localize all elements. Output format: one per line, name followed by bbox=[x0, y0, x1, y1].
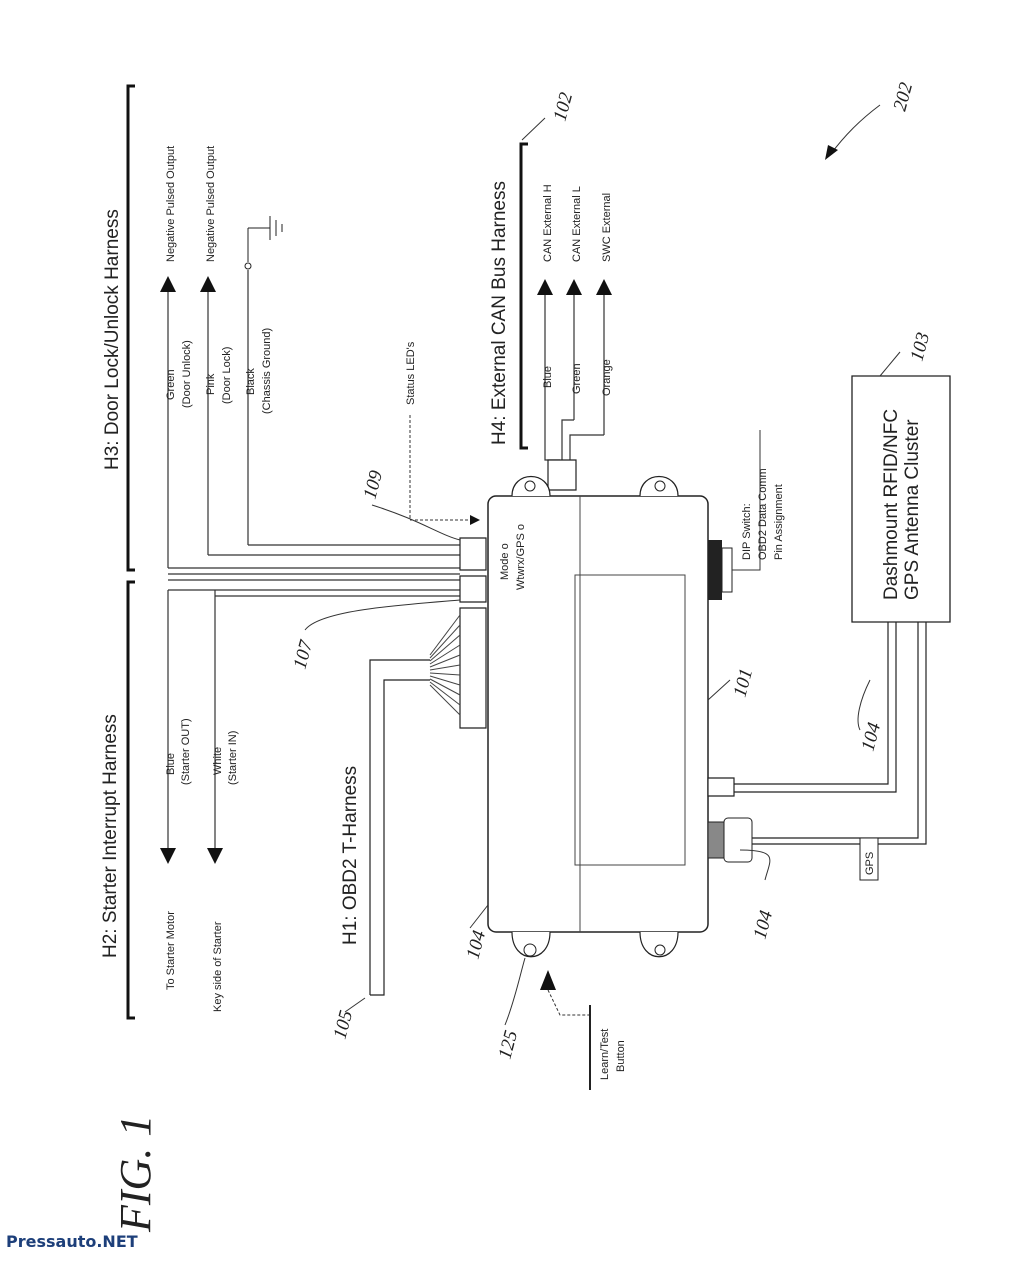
h2-starter-harness: H2: Starter Interrupt Harness Blue (Star… bbox=[100, 582, 239, 1018]
h4-orange-arrow bbox=[596, 279, 612, 295]
h2-white-dest: Key side of Starter bbox=[212, 921, 224, 1012]
ref-104-cable-leader bbox=[858, 680, 870, 730]
mount-tab-top-right bbox=[640, 477, 678, 497]
dip-switch-label-3: Pin Assignment bbox=[773, 484, 785, 560]
dip-switch bbox=[708, 540, 722, 600]
learn-test-label-1: Learn/Test bbox=[599, 1029, 611, 1080]
mount-tab-top-left bbox=[512, 477, 550, 497]
dip-switch-body bbox=[722, 548, 732, 592]
antenna-box bbox=[852, 376, 950, 622]
ref-107-leader bbox=[305, 600, 460, 630]
watermark: Pressauto.NET bbox=[6, 1232, 138, 1251]
gps-sma-connector bbox=[724, 818, 752, 862]
status-leds-callout: Status LED's bbox=[405, 341, 480, 525]
h2-white-desc: (Starter IN) bbox=[227, 731, 239, 785]
dip-switch-callout: DIP Switch: OBD2 Data Comm Pin Assignmen… bbox=[732, 430, 785, 570]
module-body bbox=[488, 496, 708, 932]
h2-blue-arrow bbox=[160, 848, 176, 864]
h4-bracket bbox=[521, 144, 528, 448]
mount-hole bbox=[655, 945, 665, 955]
h2-white-arrow bbox=[207, 848, 223, 864]
gps-tag bbox=[860, 838, 878, 880]
h2-white-color: White bbox=[212, 747, 224, 775]
antenna-cables-104: GPS 104 104 bbox=[734, 622, 926, 941]
h3-pink-desc: (Door Lock) bbox=[221, 347, 233, 404]
h4-blue-dest: CAN External H bbox=[542, 184, 554, 262]
h3-door-harness: H3: Door Lock/Unlock Harness Green (Door… bbox=[102, 86, 282, 570]
h3-pink-color: Pink bbox=[205, 373, 217, 395]
h3-title: H3: Door Lock/Unlock Harness bbox=[102, 209, 123, 470]
mode-indicator: Mode o bbox=[499, 543, 511, 580]
h3-pink-arrow bbox=[200, 276, 216, 292]
h3-black-terminal bbox=[245, 263, 251, 269]
can-connector bbox=[548, 460, 576, 490]
h2-blue-color: Blue bbox=[165, 753, 177, 775]
obd2-connector bbox=[460, 608, 486, 728]
chassis-ground-icon bbox=[248, 216, 282, 262]
h4-blue-arrow bbox=[537, 279, 553, 295]
antenna-label-1: Dashmount RFID/NFC bbox=[881, 409, 902, 600]
h1-title: H1: OBD2 T-Harness bbox=[340, 766, 361, 945]
antenna-label-2: GPS Antenna Cluster bbox=[902, 419, 923, 600]
dip-switch-label-2: OBD2 Data Comm bbox=[757, 468, 769, 560]
figure-label: FIG. 1 bbox=[111, 1115, 160, 1233]
h4-orange-color: Orange bbox=[601, 359, 613, 396]
h3-pink-dest: Negative Pulsed Output bbox=[205, 146, 217, 262]
h4-orange-dest: SWC External bbox=[601, 193, 613, 262]
h4-title: H4: External CAN Bus Harness bbox=[489, 181, 510, 445]
h3-green-arrow bbox=[160, 276, 176, 292]
gps-threaded-port bbox=[708, 822, 724, 858]
learn-test-label-2: Button bbox=[615, 1040, 627, 1072]
ref-102-leader bbox=[522, 118, 545, 140]
h4-can-harness: H4: External CAN Bus Harness Blue CAN Ex… bbox=[489, 90, 613, 490]
harness-wire-bundle bbox=[168, 545, 460, 596]
module-label-area bbox=[575, 575, 685, 865]
status-leds-label: Status LED's bbox=[405, 341, 417, 405]
h2-blue-dest: To Starter Motor bbox=[165, 911, 177, 990]
mount-hole bbox=[525, 481, 535, 491]
mount-tab-bottom-right bbox=[640, 932, 678, 957]
ref-104-module-leader bbox=[470, 905, 488, 928]
h1-obd2-harness: H1: OBD2 T-Harness 105 bbox=[330, 615, 460, 1041]
learn-test-arrow bbox=[540, 970, 556, 990]
gps-tag-label: GPS bbox=[864, 852, 876, 875]
h3-black-color: Black bbox=[245, 368, 257, 395]
ref-109-leader bbox=[372, 505, 460, 540]
mount-hole bbox=[655, 481, 665, 491]
ref-105-leader bbox=[345, 998, 365, 1012]
h4-blue-color: Blue bbox=[542, 366, 554, 388]
antenna-cable-port bbox=[708, 778, 734, 796]
h2-bracket bbox=[128, 582, 135, 1018]
obd2-fanout bbox=[430, 615, 460, 715]
h3-green-color: Green bbox=[165, 369, 177, 400]
h4-green-arrow bbox=[566, 279, 582, 295]
h3-green-dest: Negative Pulsed Output bbox=[165, 146, 177, 262]
dip-switch-label-1: DIP Switch: bbox=[741, 503, 753, 560]
ref-104-gps-leader bbox=[740, 850, 770, 880]
h4-green-color: Green bbox=[571, 363, 583, 394]
connector-109 bbox=[460, 538, 486, 570]
status-leds-arrow bbox=[470, 515, 480, 525]
h3-bracket bbox=[128, 86, 135, 570]
h3-black-desc: (Chassis Ground) bbox=[261, 328, 273, 414]
ref-101-leader bbox=[708, 680, 730, 700]
h2-blue-desc: (Starter OUT) bbox=[180, 718, 192, 785]
connector-107 bbox=[460, 576, 486, 602]
antenna-cluster: Dashmount RFID/NFC GPS Antenna Cluster 1… bbox=[852, 330, 950, 622]
h3-green-desc: (Door Unlock) bbox=[181, 340, 193, 408]
learn-test-button bbox=[524, 944, 536, 956]
h4-green-dest: CAN External L bbox=[571, 186, 583, 262]
status-indicator: Wtwrx/GPS o bbox=[515, 524, 527, 590]
ref-103-leader bbox=[880, 352, 900, 376]
h2-title: H2: Starter Interrupt Harness bbox=[100, 714, 121, 958]
ref-202-arrow bbox=[825, 145, 838, 160]
ref-125-leader bbox=[505, 958, 525, 1025]
